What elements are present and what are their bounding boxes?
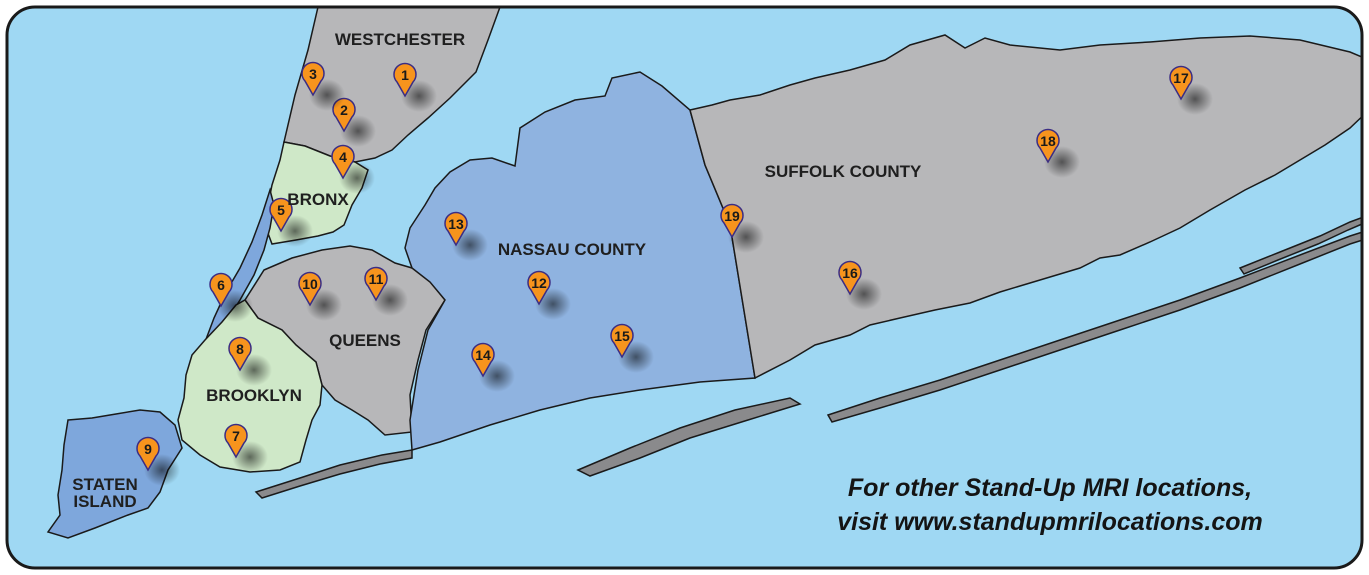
pin-14[interactable]: 14 — [471, 342, 515, 392]
pin-number: 16 — [842, 265, 858, 281]
pin-7[interactable]: 7 — [224, 423, 268, 473]
pin-number: 2 — [340, 102, 348, 118]
pin-17[interactable]: 17 — [1169, 65, 1213, 115]
pin-number: 4 — [339, 149, 347, 165]
map-pin-icon — [444, 211, 468, 247]
map-pin-icon — [331, 144, 355, 180]
pin-10[interactable]: 10 — [298, 271, 342, 321]
pin-4[interactable]: 4 — [331, 144, 375, 194]
barrier-beach-fire-island — [826, 228, 1362, 423]
map-pin-icon — [1036, 128, 1060, 164]
pin-number: 14 — [475, 347, 491, 363]
pin-13[interactable]: 13 — [444, 211, 488, 261]
pin-number: 1 — [401, 67, 409, 83]
tagline-line2: visit www.standupmrilocations.com — [837, 508, 1263, 536]
label-nassau: NASSAU COUNTY — [498, 240, 647, 259]
label-staten-island-1: STATEN — [72, 475, 137, 494]
label-brooklyn: BROOKLYN — [206, 386, 302, 405]
map-pin-icon — [838, 260, 862, 296]
label-westchester: WESTCHESTER — [335, 30, 465, 49]
label-staten-island-2: ISLAND — [73, 492, 136, 511]
pin-19[interactable]: 19 — [720, 203, 764, 253]
pin-number: 17 — [1173, 70, 1189, 86]
pin-number: 12 — [531, 275, 547, 291]
map-pin-icon — [610, 323, 634, 359]
map-pin-icon — [527, 270, 551, 306]
pin-6[interactable]: 6 — [209, 272, 253, 322]
barrier-beach-east — [1238, 213, 1362, 275]
map-pin-icon — [393, 62, 417, 98]
region-labels: WESTCHESTER BRONX QUEENS BROOKLYN NASSAU COU… — [72, 30, 922, 511]
pin-number: 10 — [302, 276, 318, 292]
pin-number: 7 — [232, 428, 240, 444]
map-border — [5, 5, 1364, 570]
pin-3[interactable]: 3 — [301, 61, 345, 111]
pin-number: 18 — [1040, 133, 1056, 149]
pin-9[interactable]: 9 — [136, 436, 180, 486]
pin-5[interactable]: 5 — [269, 197, 313, 247]
map-pin-icon — [720, 203, 744, 239]
pin-16[interactable]: 16 — [838, 260, 882, 310]
map-pin-icon — [228, 336, 252, 372]
pin-15[interactable]: 15 — [610, 323, 654, 373]
pin-number: 6 — [217, 277, 225, 293]
pin-12[interactable]: 12 — [527, 270, 571, 320]
pin-number: 5 — [277, 202, 285, 218]
pin-number: 11 — [369, 271, 384, 287]
barrier-beach-rockaway — [254, 449, 413, 499]
region-westchester — [283, 7, 502, 163]
pin-number: 3 — [309, 66, 317, 82]
pin-number: 19 — [724, 208, 740, 224]
pin-number: 15 — [614, 328, 630, 344]
map-pin-icon — [136, 436, 160, 472]
barrier-beach-long-beach — [576, 397, 802, 477]
pin-18[interactable]: 18 — [1036, 128, 1080, 178]
label-suffolk: SUFFOLK COUNTY — [765, 162, 922, 181]
map-pin-icon — [364, 266, 388, 302]
pin-number: 9 — [144, 441, 152, 457]
map-pin-icon — [298, 271, 322, 307]
map-pin-icon — [224, 423, 248, 459]
map-pin-icon — [209, 272, 233, 308]
pin-1[interactable]: 1 — [393, 62, 437, 112]
map-pin-icon — [471, 342, 495, 378]
map-pin-icon — [1169, 65, 1193, 101]
label-queens: QUEENS — [329, 331, 401, 350]
tagline-line1: For other Stand-Up MRI locations, — [848, 474, 1252, 502]
pin-number: 8 — [236, 341, 244, 357]
map-pin-icon — [301, 61, 325, 97]
map-pin-icon — [269, 197, 293, 233]
pin-8[interactable]: 8 — [228, 336, 272, 386]
pin-11[interactable]: 11 — [364, 266, 408, 316]
label-bronx: BRONX — [287, 190, 349, 209]
pin-number: 13 — [448, 216, 464, 232]
